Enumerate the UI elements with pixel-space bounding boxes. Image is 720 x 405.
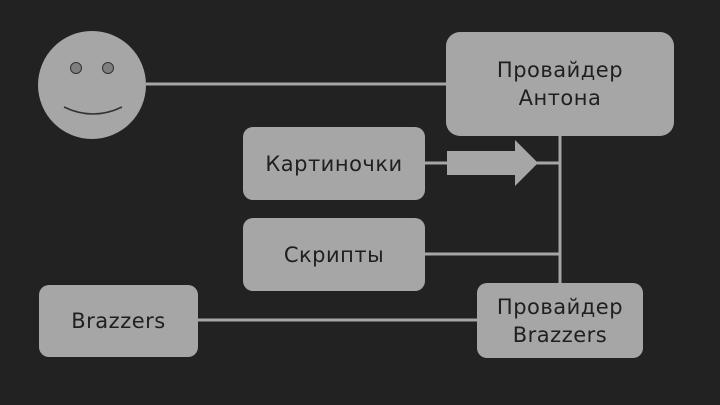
brazzers-box: Brazzers xyxy=(39,285,198,357)
right-arrow-icon xyxy=(447,140,538,186)
brazzers-provider-box: Провайдер Brazzers xyxy=(477,283,643,358)
anton-provider-box: Провайдер Антона xyxy=(446,32,674,136)
pictures-box: Картиночки xyxy=(243,127,425,200)
anton-provider-label: Провайдер Антона xyxy=(496,58,624,110)
scripts-box: Скрипты xyxy=(243,218,425,291)
brazzers-provider-label: Провайдер Brazzers xyxy=(496,294,624,347)
brazzers-label: Brazzers xyxy=(71,309,166,333)
smiley-face-icon xyxy=(38,31,146,139)
pictures-label: Картиночки xyxy=(265,151,403,176)
scripts-label: Скрипты xyxy=(283,242,385,267)
